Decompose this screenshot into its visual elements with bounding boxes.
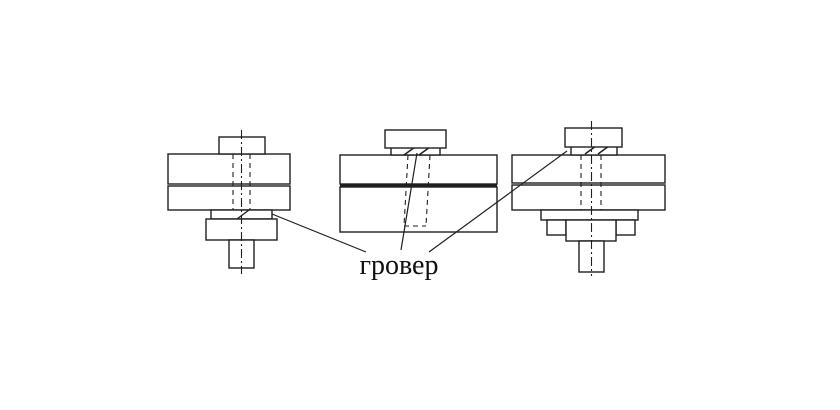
middle-assembly: [339, 129, 498, 233]
leader-lines: [271, 150, 568, 253]
drawing-root: гровер: [167, 121, 666, 281]
leader-to-right-washer: [428, 150, 568, 253]
left-plate-top: [167, 153, 291, 185]
left-assembly: [167, 130, 291, 274]
right-plate-top: [511, 154, 666, 184]
leader-to-left-washer: [271, 213, 367, 253]
left-plate-bottom: [167, 185, 291, 211]
right-flat-washer: [540, 209, 639, 221]
middle-plate-top: [339, 154, 498, 185]
right-nut-face-left: [546, 219, 567, 236]
right-plate-bottom: [511, 184, 666, 211]
middle-base-block: [339, 186, 498, 233]
grover-label: гровер: [360, 250, 439, 281]
right-assembly: [511, 121, 666, 276]
right-bolt-head: [564, 127, 623, 148]
left-grover-split-mark: [236, 209, 250, 220]
middle-hidden-shaft-left: [403, 154, 409, 227]
leader-to-middle-washer: [400, 152, 418, 251]
right-nut-face-right: [615, 219, 636, 236]
middle-hidden-shaft-right: [425, 154, 431, 227]
middle-bolt-head: [384, 129, 447, 149]
